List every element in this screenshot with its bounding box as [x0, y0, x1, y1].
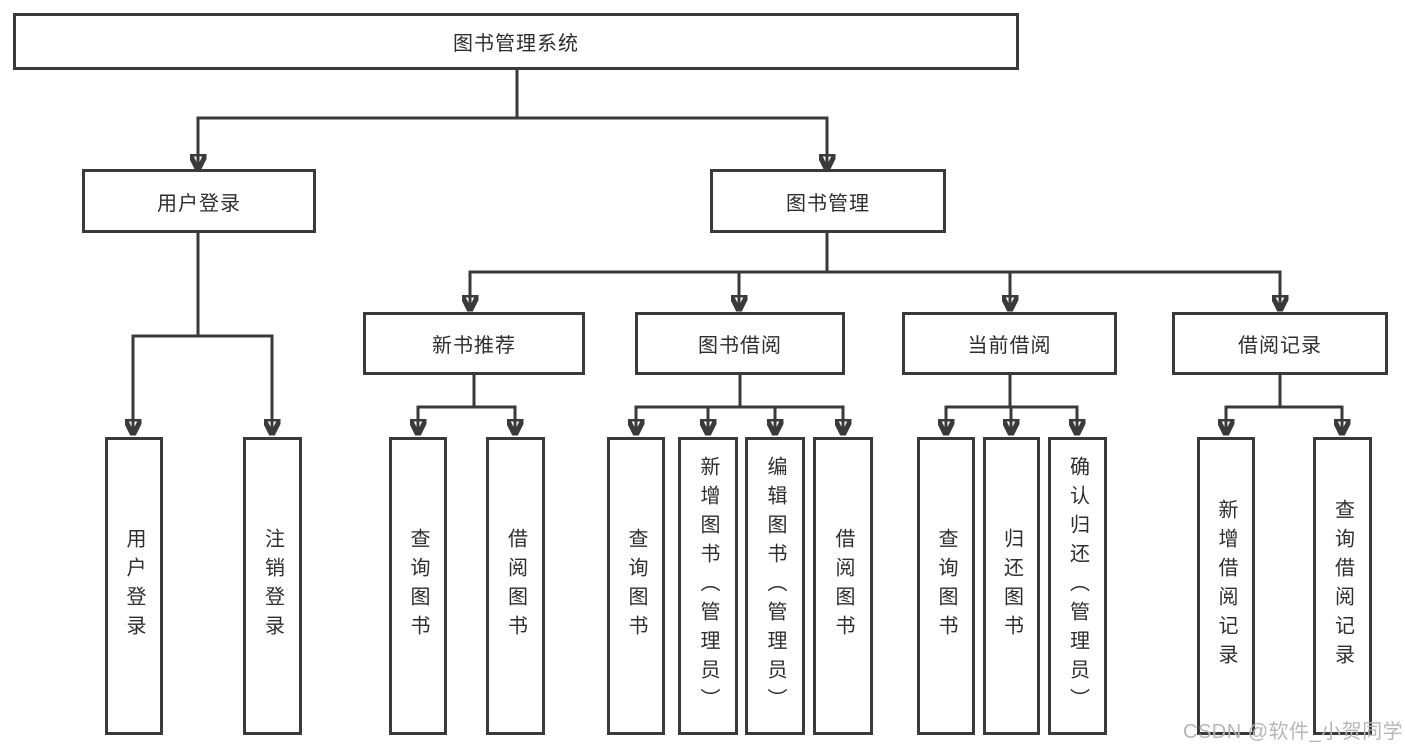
- edge-borrow-records-to-children: [1226, 373, 1342, 433]
- node-root: 图书管理系统: [13, 13, 1019, 70]
- node-label: 查询借阅记录: [1331, 499, 1354, 673]
- node-label: 新书推荐: [432, 335, 516, 357]
- edge-user-login-to-children: [133, 231, 272, 433]
- node-leaf-user-login: 用户登录: [105, 437, 163, 735]
- node-leaf-query-borrow-record: 查询借阅记录: [1313, 437, 1372, 735]
- node-label: 用户登录: [157, 192, 241, 215]
- edge-book-management-to-level3: [470, 231, 1280, 309]
- node-label: 新增借阅记录: [1215, 499, 1237, 673]
- node-leaf-query-books-1: 查询图书: [389, 437, 447, 735]
- node-current-borrow: 当前借阅: [902, 312, 1117, 375]
- node-user-login: 用户登录: [82, 169, 316, 233]
- node-label: 借阅记录: [1238, 335, 1322, 357]
- node-label: 当前借阅: [967, 335, 1052, 357]
- node-label: 图书借阅: [698, 335, 782, 357]
- node-label: 查询图书: [407, 528, 429, 644]
- node-book-management: 图书管理: [710, 169, 946, 233]
- edge-root-to-level2: [198, 68, 827, 168]
- node-leaf-query-books-3: 查询图书: [917, 437, 975, 735]
- node-label: 借阅图书: [504, 528, 527, 644]
- node-leaf-return-book: 归还图书: [983, 437, 1040, 735]
- node-leaf-borrow-books-1: 借阅图书: [486, 437, 545, 735]
- node-label: 确认归还（管理员）: [1066, 455, 1089, 717]
- edge-book-borrow-to-children: [636, 373, 843, 433]
- node-label: 查询图书: [625, 528, 647, 644]
- node-label: 注销登录: [261, 528, 284, 644]
- node-new-book-recommend: 新书推荐: [363, 312, 585, 375]
- node-leaf-logout: 注销登录: [243, 437, 302, 735]
- node-label: 借阅图书: [832, 528, 854, 644]
- node-leaf-borrow-books-2: 借阅图书: [813, 437, 873, 735]
- node-label: 图书管理: [786, 192, 870, 215]
- node-label: 编辑图书（管理员）: [764, 455, 786, 717]
- node-book-borrow: 图书借阅: [635, 312, 845, 375]
- edge-new-book-recommend-to-children: [418, 373, 515, 433]
- node-leaf-query-books-2: 查询图书: [607, 437, 665, 735]
- node-leaf-confirm-return-admin: 确认归还（管理员）: [1048, 437, 1107, 735]
- node-label: 查询图书: [935, 528, 957, 644]
- node-label: 归还图书: [1000, 528, 1023, 644]
- node-label: 图书管理系统: [453, 33, 579, 55]
- node-borrow-records: 借阅记录: [1172, 312, 1388, 375]
- watermark: CSDN @软件_小贺同学: [1183, 721, 1404, 743]
- node-leaf-add-borrow-record: 新增借阅记录: [1197, 437, 1255, 735]
- node-leaf-add-book-admin: 新增图书（管理员）: [678, 437, 738, 735]
- node-label: 新增图书（管理员）: [697, 455, 719, 717]
- edge-current-borrow-to-children: [946, 373, 1077, 433]
- node-leaf-edit-book-admin: 编辑图书（管理员）: [745, 437, 805, 735]
- node-label: 用户登录: [123, 528, 145, 644]
